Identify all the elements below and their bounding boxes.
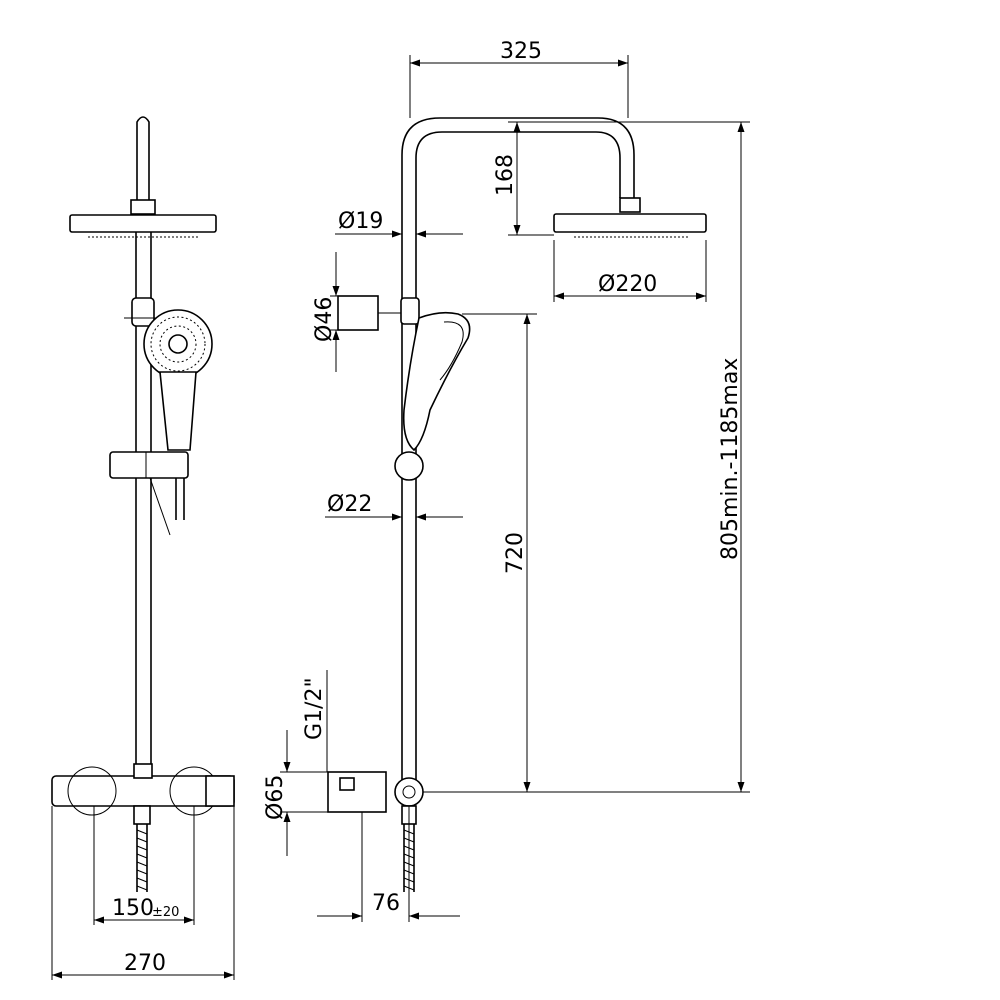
side-riser-arm-outer — [401, 117, 635, 785]
side-dimensions: 325 168 Ø19 Ø220 Ø46 Ø22 720 805min — [263, 39, 750, 922]
front-hand-shower-ring — [150, 316, 206, 372]
dim-150-tolerance: ±20 — [152, 905, 179, 920]
side-mixer-inlet — [339, 777, 355, 791]
side-slide-holder — [394, 451, 424, 481]
side-hand-shower — [402, 311, 471, 452]
dim-270-label: 270 — [124, 951, 166, 976]
front-riser-top — [136, 116, 150, 200]
side-view — [327, 117, 707, 892]
dim-total-label: 805min.-1185max — [718, 358, 743, 560]
side-holder-arm — [337, 295, 379, 331]
front-mixer-handle-left — [67, 766, 117, 816]
dim-65-label: Ø65 — [263, 775, 288, 820]
dim-19-label: Ø19 — [338, 209, 383, 234]
front-slide-holder — [109, 451, 189, 479]
dim-46-label: Ø46 — [312, 297, 337, 342]
front-outlet-nut — [133, 805, 151, 825]
front-head-connector — [130, 199, 156, 215]
side-hand-shower-face — [439, 321, 464, 381]
side-head-connector — [619, 197, 641, 213]
side-overhead-shower-head — [553, 213, 707, 233]
side-mixer-joint-center — [402, 785, 416, 799]
dim-220-label: Ø220 — [598, 272, 657, 297]
front-holder-upper — [131, 297, 155, 327]
front-dimensions: 150 ±20 270 — [51, 806, 235, 980]
dim-720-label: 720 — [503, 532, 528, 574]
side-mixer-joint — [394, 777, 424, 807]
front-view — [51, 116, 235, 892]
front-mixer-riser-joint — [133, 763, 153, 779]
dim-76-label: 76 — [372, 891, 400, 916]
front-hand-shower-handle — [159, 371, 197, 451]
side-holder-upper — [400, 297, 420, 325]
front-hose — [175, 478, 185, 520]
front-hand-shower-ring-inner — [159, 325, 197, 363]
front-overhead-shower-head — [69, 214, 217, 233]
dim-150-label: 150 — [112, 896, 154, 921]
front-hose-guide — [149, 477, 171, 536]
dim-168-label: 168 — [493, 154, 518, 196]
dim-22-label: Ø22 — [327, 492, 372, 517]
dim-325-label: 325 — [500, 39, 542, 64]
front-mixer-cap — [205, 775, 235, 807]
front-hand-shower-center — [168, 334, 188, 354]
front-outlet-hose-texture — [136, 829, 148, 891]
side-mixer-body — [327, 771, 387, 813]
dim-thread-label: G1/2" — [302, 677, 327, 740]
